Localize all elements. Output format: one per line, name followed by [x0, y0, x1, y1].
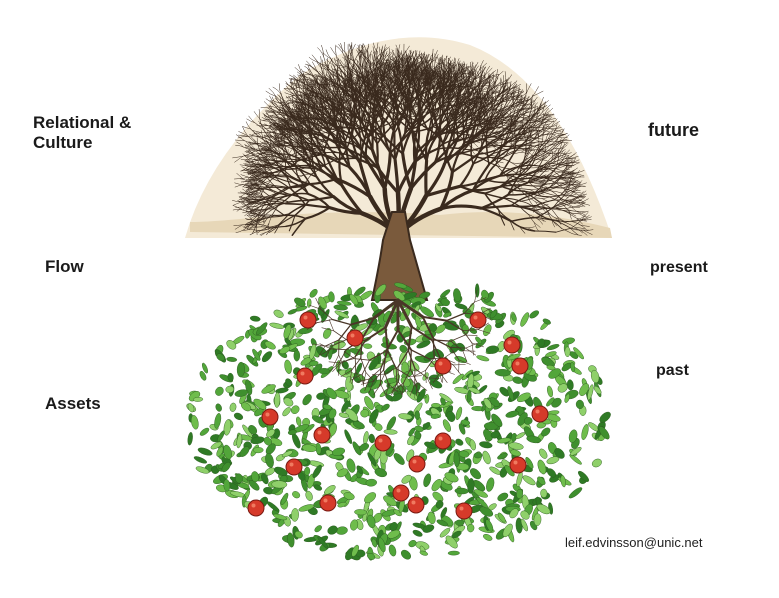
tree-roots-foliage [186, 282, 611, 561]
label-future: future [648, 120, 699, 140]
label-flow: Flow [45, 257, 84, 276]
label-relational-culture: Relational & Culture [33, 113, 132, 152]
label-assets: Assets [45, 394, 101, 413]
author-email: leif.edvinsson@unic.net [565, 535, 703, 550]
tree-canopy [185, 37, 612, 238]
label-past: past [656, 362, 689, 379]
tree-trunk [370, 211, 429, 301]
label-present: present [650, 259, 708, 276]
